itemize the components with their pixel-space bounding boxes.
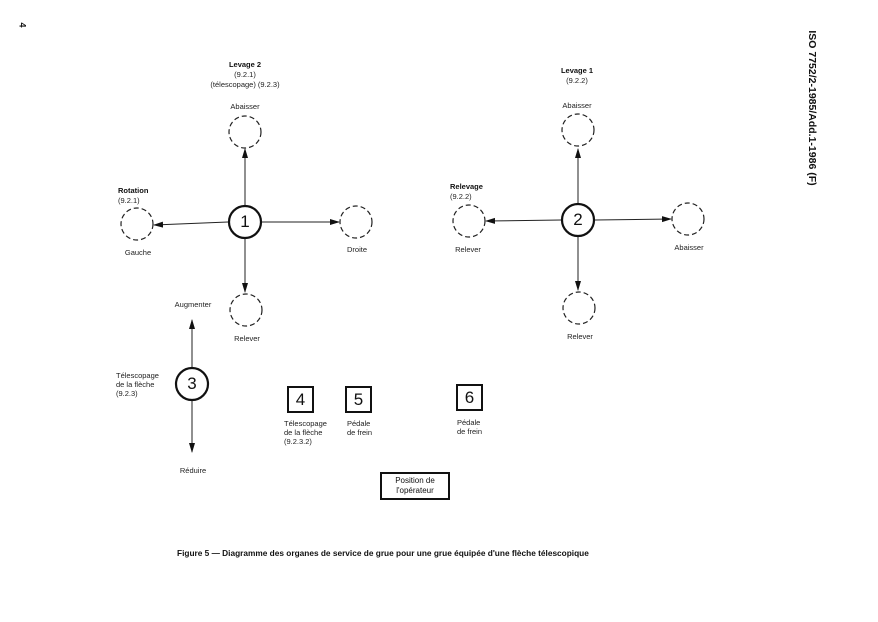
c2-up-title: Levage 1 — [560, 66, 594, 75]
operator-position-line1: Position de — [395, 476, 435, 485]
control-1-circle — [227, 204, 263, 240]
c1-left-label: Gauche — [124, 248, 152, 257]
arrow-c2-right — [594, 216, 672, 223]
c1-up-label: Abaisser — [230, 102, 260, 111]
control-5-number: 5 — [353, 390, 364, 409]
control-6-number: 6 — [464, 388, 475, 407]
control-2-number: 2 — [573, 210, 583, 229]
c1-down-label: Relever — [234, 334, 260, 343]
c1-up-title: Levage 2 — [228, 60, 262, 69]
control-2-circle — [560, 202, 596, 238]
control-4-number: 4 — [295, 390, 306, 409]
c4-line3: (9.2.3.2) — [284, 437, 312, 446]
position-c2-up — [561, 113, 595, 147]
control-3-number: 3 — [187, 374, 197, 393]
c3-side-line3: (9.2.3) — [116, 389, 138, 398]
operator-position-line2: l'opérateur — [396, 486, 434, 495]
c2-left-title: Relevage — [450, 182, 483, 191]
control-5-box: 5 — [345, 386, 372, 413]
c2-up-ref: (9.2.2) — [566, 76, 588, 85]
control-1-group — [120, 115, 373, 327]
operator-position-box: Position de l'opérateur — [380, 472, 450, 500]
c5-line1: Pédale — [347, 419, 371, 428]
control-3-circle — [174, 366, 210, 402]
arrow-c2-left — [485, 217, 562, 224]
c1-right-label: Droite — [346, 245, 368, 254]
c3-side-line1: Télescopage — [116, 371, 159, 380]
position-c1-right — [339, 205, 373, 239]
c2-up-label: Abaisser — [562, 101, 592, 110]
control-3-group — [174, 319, 210, 453]
position-c2-left — [452, 204, 486, 238]
position-c1-up — [228, 115, 262, 149]
c1-left-title: Rotation — [118, 186, 149, 195]
control-2-group — [452, 113, 705, 325]
c6-line1: Pédale — [457, 418, 481, 427]
c5-line2: de frein — [347, 428, 373, 437]
position-c1-down — [229, 293, 263, 327]
position-c2-down — [562, 291, 596, 325]
control-1-number: 1 — [240, 212, 250, 231]
c2-right-label: Abaisser — [674, 243, 704, 252]
c2-left-ref: (9.2.2) — [450, 192, 472, 201]
c3-side-line2: de la flèche — [116, 380, 155, 389]
position-c2-right — [671, 202, 705, 236]
c1-up-ref2: (télescopage) (9.2.3) — [210, 80, 280, 89]
c2-down-label: Relever — [567, 332, 593, 341]
c4-line1: Télescopage — [284, 419, 327, 428]
c6-line2: de frein — [457, 427, 483, 436]
position-c1-left — [120, 207, 154, 241]
control-6-box: 6 — [456, 384, 483, 411]
c2-left-label: Relever — [455, 245, 481, 254]
c4-line2: de la flèche — [284, 428, 323, 437]
c3-up-label: Augmenter — [174, 300, 212, 309]
arrow-c1-left — [153, 221, 229, 228]
figure-caption: Figure 5 — Diagramme des organes de serv… — [177, 548, 589, 558]
control-4-box: 4 — [287, 386, 314, 413]
c1-left-ref: (9.2.1) — [118, 196, 140, 205]
c1-up-ref1: (9.2.1) — [234, 70, 256, 79]
c3-down-label: Réduire — [179, 466, 207, 475]
